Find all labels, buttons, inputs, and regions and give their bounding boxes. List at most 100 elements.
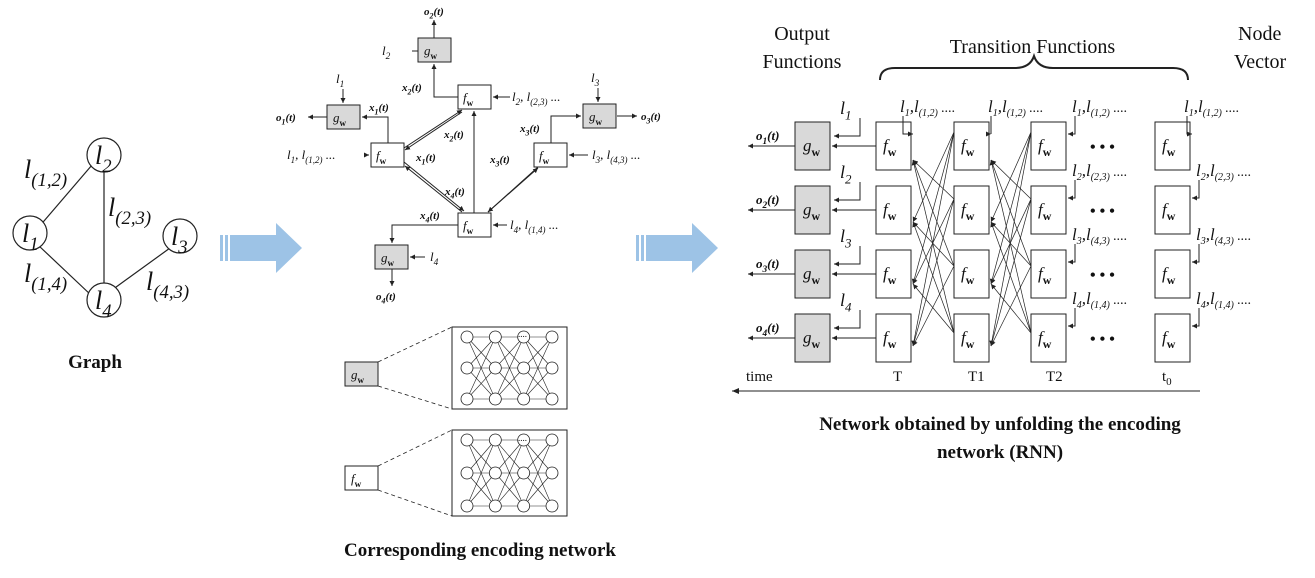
neuron — [488, 392, 502, 406]
neuron — [545, 466, 559, 480]
neuron — [488, 433, 502, 447]
graph-node-1 — [12, 215, 48, 251]
graph-node-3 — [162, 218, 198, 254]
unfold-f-label: fw — [961, 136, 975, 159]
graph-node-label: l1 — [22, 219, 39, 255]
output-heading: Output Functions — [742, 20, 862, 76]
unfold-f-box — [875, 185, 912, 235]
enc-state-label: x4(t) — [444, 186, 465, 200]
enc-g-box-3 — [582, 103, 617, 129]
transition-heading: Transition Functions — [949, 36, 1116, 58]
unfold-f-box — [1154, 249, 1191, 299]
neuron — [488, 466, 502, 480]
unfold-output-label: o3(t) — [756, 256, 779, 275]
encoding-caption: Corresponding encoding network — [343, 540, 616, 561]
unfolded-network — [748, 116, 1200, 363]
graph-edge-3-4 — [111, 247, 171, 291]
node-heading-line2: Vector — [1234, 51, 1287, 73]
unfold-f-box — [875, 249, 912, 299]
arrow-right-1 — [220, 223, 302, 273]
enc-f-label: fw — [539, 148, 550, 166]
unfold-f-input-label: l2,l(2,3) .... — [1196, 161, 1251, 183]
unfold-ellipsis: • • • — [1090, 331, 1115, 348]
unfold-f-label: fw — [1162, 200, 1176, 223]
unfold-f-label: fw — [883, 328, 897, 351]
unfold-ellipsis: • • • — [1090, 267, 1115, 284]
unfold-f-box — [953, 313, 990, 363]
graph-edge-1-4 — [37, 244, 93, 297]
enc-output-label: o2(t) — [424, 6, 444, 20]
unfold-f-box — [1154, 185, 1191, 235]
neuron — [460, 392, 474, 406]
unfold-f-box — [953, 121, 990, 171]
enc-output-label: o4(t) — [376, 291, 396, 305]
unfold-f-input-label: l1,l(1,2) .... — [988, 97, 1043, 119]
neuron — [545, 433, 559, 447]
inset-g-net-frame — [451, 326, 568, 410]
unfold-g-label: gw — [803, 264, 821, 287]
unfold-output-label: o2(t) — [756, 192, 779, 211]
unfold-f-input-label: l3,l(4,3) .... — [1072, 225, 1127, 247]
neuron — [460, 499, 474, 513]
unfold-output-label: o4(t) — [756, 320, 779, 339]
unfold-f-label: fw — [1038, 328, 1052, 351]
unfold-caption-line1: Network obtained by unfolding the encodi… — [819, 414, 1181, 435]
enc-state-label: x4(t) — [419, 210, 440, 224]
enc-f-label: fw — [376, 148, 387, 166]
inset-f-net-frame — [451, 429, 568, 517]
unfold-f-box — [1154, 121, 1191, 171]
unfold-f-input-label: l1,l(1,2) .... — [1072, 97, 1127, 119]
time-label: time — [746, 369, 773, 385]
graph-node-label: l2 — [95, 141, 112, 177]
unfold-g-box — [794, 313, 831, 363]
unfold-g-label: gw — [803, 328, 821, 351]
enc-g-input-label: l3 — [591, 70, 600, 89]
unfold-output-label: o1(t) — [756, 128, 779, 147]
inset-labels: gwfw........ — [351, 329, 527, 489]
unfold-f-label: fw — [961, 328, 975, 351]
enc-f-box-3 — [533, 142, 568, 168]
unfold-f-label: fw — [1162, 328, 1176, 351]
unfold-f-input-label: l1,l(1,2) .... — [1184, 97, 1239, 119]
unfold-ellipsis: • • • — [1090, 139, 1115, 156]
enc-f-input-label: l4, l(1,4) ... — [510, 217, 559, 235]
arrow-right-2 — [636, 223, 718, 273]
enc-f-box-2 — [457, 84, 492, 110]
unfold-f-label: fw — [883, 200, 897, 223]
inset-f-label: fw — [351, 471, 362, 489]
unfold-f-input-label: l2,l(2,3) .... — [1072, 161, 1127, 183]
enc-state-label: x1(t) — [415, 152, 436, 166]
neuron — [545, 392, 559, 406]
unfold-f-label: fw — [883, 136, 897, 159]
graph-edge-1-2 — [37, 157, 99, 229]
enc-g-input-label: l2 — [382, 43, 391, 62]
enc-g-input-label: l1 — [336, 71, 344, 90]
unfold-f-box — [1030, 249, 1067, 299]
node-heading: Node Vector — [1220, 20, 1315, 76]
enc-state-label: x2(t) — [401, 82, 422, 96]
unfold-g-box — [794, 185, 831, 235]
unfold-g-label: gw — [803, 136, 821, 159]
unfold-g-box — [794, 249, 831, 299]
neuron — [545, 499, 559, 513]
node-heading-line1: Node — [1238, 23, 1282, 45]
unfold-f-label: fw — [961, 264, 975, 287]
graph-edge-label: l(1,4) — [24, 259, 67, 295]
unfold-f-input-label: l4,l(1,4) .... — [1072, 289, 1127, 311]
unfold-f-box — [1030, 185, 1067, 235]
enc-f-input-label: l3, l(4,3) ... — [592, 147, 641, 165]
unfold-g-label: gw — [803, 200, 821, 223]
unfold-f-label: fw — [961, 200, 975, 223]
inset-dots: .... — [518, 433, 527, 443]
unfold-f-box — [1030, 121, 1067, 171]
unfold-f-label: fw — [1038, 136, 1052, 159]
graph-edge-label: l(4,3) — [146, 267, 189, 303]
unfold-f-box — [1030, 313, 1067, 363]
f-network-inset — [344, 429, 568, 517]
enc-g-label: gw — [589, 109, 603, 127]
unfold-f-label: fw — [1162, 136, 1176, 159]
enc-g-box-2 — [417, 37, 452, 63]
